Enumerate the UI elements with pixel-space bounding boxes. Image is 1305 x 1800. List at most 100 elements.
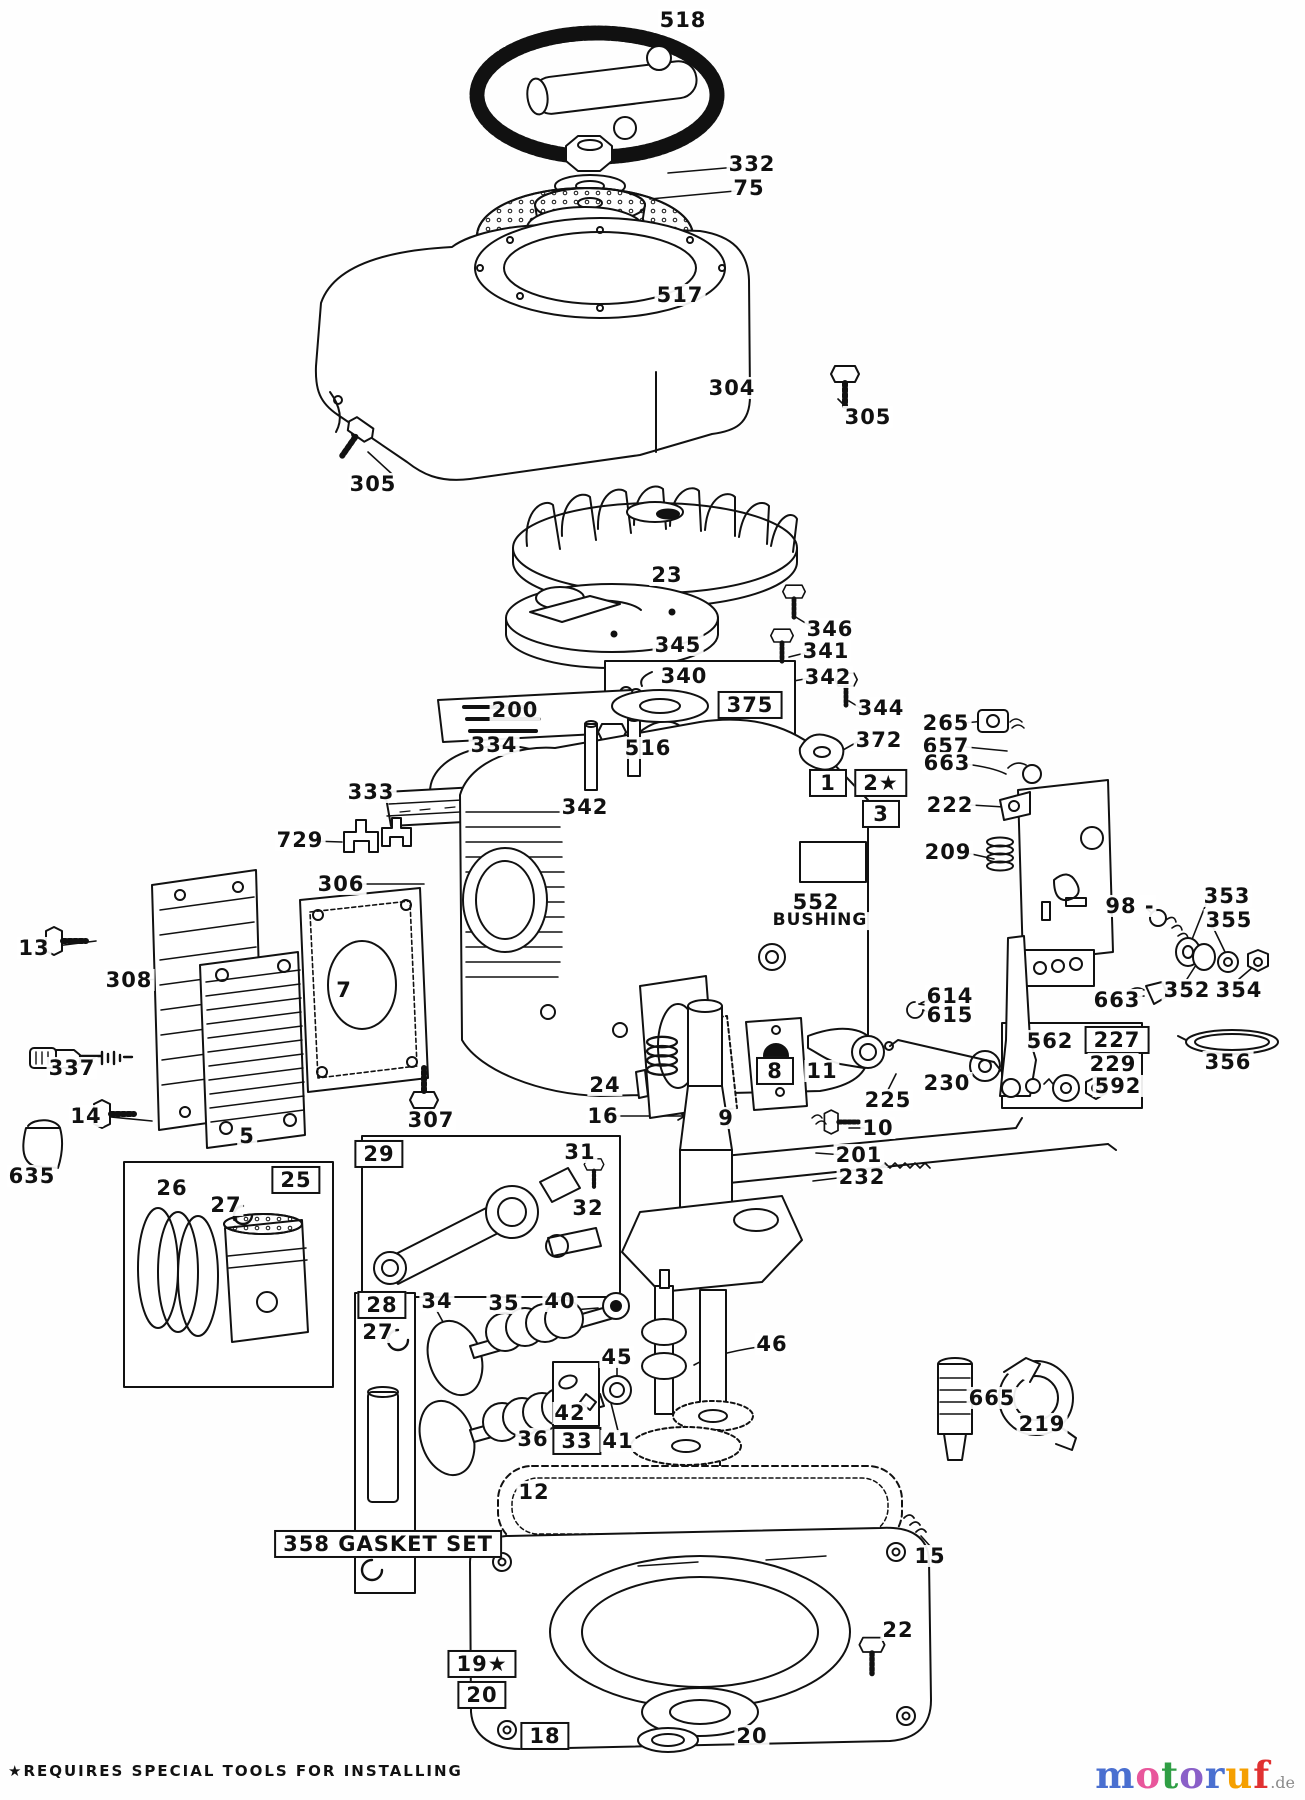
part-label-518-0: 518 — [657, 7, 709, 32]
part-label-305-6: 305 — [347, 471, 399, 496]
part-label-15-85: 15 — [912, 1543, 948, 1568]
watermark-logo[interactable]: motoruf.de — [1095, 1757, 1295, 1794]
part-label-729-16: 729 — [274, 827, 326, 852]
part-label-41-80: 41 — [600, 1428, 636, 1453]
part-label-635-45: 635 — [6, 1163, 58, 1188]
part-label-614-52: 614 — [924, 983, 976, 1008]
governor-bracket-222-209 — [986, 779, 1114, 987]
part-label-305-5: 305 — [842, 404, 894, 429]
part-label-7-41: 7 — [334, 977, 354, 1002]
part-label-10-61: 10 — [860, 1115, 896, 1140]
part-label-552-31: 552 — [790, 889, 842, 914]
part-label-35-73: 35 — [486, 1290, 522, 1315]
part-label-358-gasket-set-84: 358 GASKET SET — [274, 1529, 502, 1559]
crankshaft-16 — [621, 999, 803, 1469]
oil-fill-665 — [937, 1357, 973, 1461]
part-label-5-44: 5 — [237, 1123, 257, 1148]
screen-plate-345 — [505, 583, 719, 669]
part-label-615-53: 615 — [924, 1002, 976, 1027]
camshaft-46 — [630, 1269, 742, 1466]
part-label-334-13: 334 — [468, 732, 520, 757]
part-label-20-87: 20 — [457, 1680, 507, 1710]
part-label-516-11: 516 — [622, 735, 674, 760]
part-label-332-1: 332 — [726, 151, 778, 176]
flywheel-23 — [512, 485, 798, 608]
washers-352-355-354 — [1175, 937, 1269, 973]
part-label-11-51: 11 — [804, 1058, 840, 1083]
part-label-34-72: 34 — [419, 1288, 455, 1313]
part-label-28-70: 28 — [357, 1290, 407, 1320]
part-label-14-43: 14 — [68, 1103, 104, 1128]
part-label-8-50: 8 — [756, 1056, 794, 1086]
part-label-200-12: 200 — [489, 697, 541, 722]
part-label-20-90: 20 — [734, 1723, 770, 1748]
piston-box-25 — [123, 1161, 334, 1388]
watermark-suffix: .de — [1270, 1773, 1295, 1792]
part-label-26-67: 26 — [154, 1175, 190, 1200]
armature-265 — [977, 709, 1025, 733]
part-label-663-38: 663 — [1091, 987, 1143, 1012]
part-label-344-21: 344 — [855, 695, 907, 720]
part-label-375-10: 375 — [717, 690, 783, 720]
part-label-304-4: 304 — [706, 375, 758, 400]
part-label-356-59: 356 — [1202, 1049, 1254, 1074]
part-label-bushing-32: BUSHING — [770, 910, 870, 931]
part-label-354-37: 354 — [1213, 977, 1265, 1002]
plug-663-upper — [1007, 762, 1042, 784]
cylinder-head-5 — [199, 951, 306, 1149]
part-label-23-7: 23 — [649, 562, 685, 587]
part-label-345-8: 345 — [652, 632, 704, 657]
part-label-355-35: 355 — [1203, 907, 1255, 932]
part-label-27-71: 27 — [360, 1319, 396, 1344]
part-label-346-18: 346 — [804, 616, 856, 641]
head-gasket-7 — [299, 887, 429, 1093]
part-label-1-28: 1 — [809, 768, 847, 798]
part-label-306-17: 306 — [315, 871, 367, 896]
clip-729 — [343, 817, 412, 853]
ground-wire-356 — [1177, 1029, 1279, 1055]
part-label-517-3: 517 — [654, 282, 706, 307]
part-label-219-82: 219 — [1016, 1411, 1068, 1436]
part-label-340-9: 340 — [658, 663, 710, 688]
part-label-337-42: 337 — [46, 1055, 98, 1080]
part-label-209-27: 209 — [922, 839, 974, 864]
part-label-333-14: 333 — [345, 779, 397, 804]
sump-pan-18 — [469, 1526, 932, 1753]
part-label-19★-86: 19★ — [447, 1649, 517, 1679]
part-label-13-39: 13 — [16, 935, 52, 960]
part-label-232-63: 232 — [836, 1164, 888, 1189]
part-label-372-22: 372 — [853, 727, 905, 752]
part-label-42-77: 42 — [552, 1400, 588, 1425]
part-label-562-54: 562 — [1024, 1028, 1076, 1053]
part-label-341-19: 341 — [800, 638, 852, 663]
part-label-32-66: 32 — [570, 1195, 606, 1220]
part-label-75-2: 75 — [731, 175, 767, 200]
part-label-27-68: 27 — [208, 1192, 244, 1217]
part-label-342-15: 342 — [559, 794, 611, 819]
part-label-29-64: 29 — [354, 1139, 404, 1169]
part-label-25-69: 25 — [271, 1165, 321, 1195]
part-label-663-25: 663 — [921, 750, 973, 775]
part-label-307-46: 307 — [405, 1107, 457, 1132]
part-label-308-40: 308 — [103, 967, 155, 992]
blower-housing-304 — [314, 217, 751, 481]
part-label-31-65: 31 — [562, 1139, 598, 1164]
watermark-word: motoruf — [1095, 1753, 1271, 1797]
breaker-arm-372 — [798, 733, 845, 771]
part-label-45-75: 45 — [599, 1344, 635, 1369]
part-label-592-57: 592 — [1092, 1073, 1144, 1098]
part-label-229-56: 229 — [1087, 1051, 1139, 1076]
part-label-9-49: 9 — [716, 1105, 736, 1130]
part-label-2★-29: 2★ — [854, 768, 908, 798]
elbow-635 — [22, 1119, 64, 1169]
part-label-22-88: 22 — [880, 1617, 916, 1642]
part-label-12-83: 12 — [516, 1479, 552, 1504]
part-label-18-89: 18 — [520, 1721, 570, 1751]
special-tools-footnote: ★REQUIRES SPECIAL TOOLS FOR INSTALLING — [8, 1762, 463, 1780]
bushing-552 — [758, 943, 786, 971]
part-label-342-20: 342 — [802, 664, 854, 689]
part-label-665-81: 665 — [966, 1385, 1018, 1410]
